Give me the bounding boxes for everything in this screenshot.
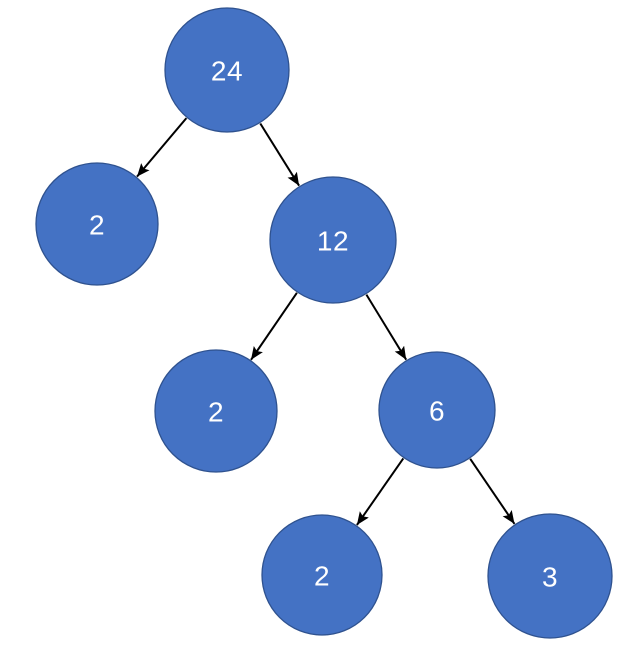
node-circle-3 — [487, 513, 613, 639]
node-circle-24 — [164, 7, 290, 133]
edge-12-to-2b — [250, 292, 298, 361]
tree-node-6: 6 — [378, 351, 496, 469]
node-circle-6 — [378, 351, 496, 469]
node-circle-2a — [35, 162, 159, 286]
tree-node-2b: 2 — [154, 349, 278, 473]
node-label-2b: 2 — [208, 397, 224, 428]
node-label-2c: 2 — [314, 561, 330, 592]
edge-12-to-6 — [365, 294, 408, 361]
edge-24-to-12 — [259, 122, 300, 187]
edge-6-to-3 — [469, 458, 516, 525]
tree-node-3: 3 — [487, 513, 613, 639]
node-label-12: 12 — [317, 226, 349, 257]
tree-node-12: 12 — [269, 176, 397, 304]
nodes-layer: 24 2 12 2 6 2 3 — [35, 7, 613, 639]
node-label-24: 24 — [211, 56, 243, 87]
node-label-3: 3 — [542, 562, 558, 593]
edge-6-to-2c — [356, 457, 405, 526]
node-circle-2c — [261, 514, 383, 636]
node-label-6: 6 — [429, 396, 445, 427]
edge-24-to-2a — [136, 117, 188, 178]
tree-node-24: 24 — [164, 7, 290, 133]
node-label-2a: 2 — [89, 210, 105, 241]
node-circle-12 — [269, 176, 397, 304]
tree-node-2a: 2 — [35, 162, 159, 286]
node-circle-2b — [154, 349, 278, 473]
edges-layer — [136, 117, 516, 526]
tree-node-2c: 2 — [261, 514, 383, 636]
